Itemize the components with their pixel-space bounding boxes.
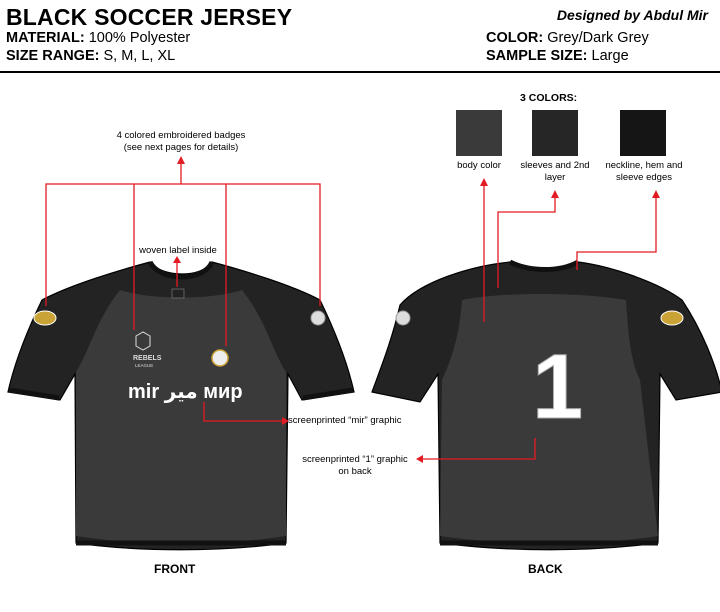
material-spec: MATERIAL: 100% Polyester — [6, 30, 190, 46]
number-note-line1: screenprinted “1” graphic — [302, 454, 408, 465]
body-color-arrow-icon — [480, 178, 488, 186]
size-value: S, M, L, XL — [103, 48, 176, 64]
sample-value: Large — [591, 48, 629, 64]
size-label: SIZE RANGE: — [6, 48, 100, 64]
color-label: COLOR: — [486, 30, 544, 46]
front-jersey: REBELS LEAGUE mir میر мир — [7, 260, 355, 551]
front-sleeve-badge-left-icon — [33, 310, 57, 326]
callout-arrowheads — [173, 156, 660, 463]
sample-label: SAMPLE SIZE: — [486, 48, 588, 64]
header-divider — [0, 71, 720, 73]
league-badge-line1: REBELS — [133, 355, 162, 362]
swatch-label-body: body color — [457, 160, 501, 171]
badges-note-line2: (see next pages for details) — [123, 142, 239, 153]
woven-label-note: woven label inside — [139, 245, 217, 256]
badges-arrow-icon — [177, 156, 185, 164]
designer-credit: Designed by Abdul Mir — [556, 7, 708, 23]
front-neckline — [147, 260, 215, 280]
number-note-line2: on back — [338, 466, 372, 477]
front-right-cuff — [302, 387, 354, 401]
callout-lines — [45, 158, 657, 460]
back-body-panel — [440, 294, 658, 544]
color-spec: COLOR: Grey/Dark Grey — [486, 30, 649, 46]
size-spec: SIZE RANGE: S, M, L, XL — [6, 48, 175, 64]
league-badge-icon — [135, 331, 151, 351]
badges-note: 4 colored embroidered badges (see next p… — [86, 130, 276, 154]
back-view-label: BACK — [528, 562, 563, 576]
swatch-body-color — [456, 110, 502, 156]
swatch-sleeves — [532, 110, 578, 156]
swatch-label-sleeves: sleeves and 2nd layer — [520, 160, 590, 183]
front-sleeve-badge-right-icon — [310, 310, 326, 326]
mir-arrow-icon — [282, 417, 289, 425]
number-arrow-icon — [416, 455, 423, 463]
back-number: 1 — [532, 336, 583, 438]
back-neckline — [508, 259, 580, 272]
color-value: Grey/Dark Grey — [547, 30, 649, 46]
front-view-label: FRONT — [154, 562, 196, 576]
mir-graphic-note: screenprinted “mir” graphic — [288, 415, 402, 426]
number-graphic-callout — [420, 438, 536, 460]
league-badge-line2: LEAGUE — [135, 363, 153, 368]
material-value: 100% Polyester — [88, 30, 191, 46]
front-left-cuff — [8, 387, 60, 401]
swatch-neckline — [620, 110, 666, 156]
mir-graphic: mir میر мир — [128, 381, 243, 403]
woven-label-icon — [171, 288, 185, 299]
page-title: BLACK SOCCER JERSEY — [6, 4, 293, 30]
neckline-callout — [576, 194, 657, 270]
colors-heading: 3 COLORS: — [520, 92, 578, 104]
club-crest-icon — [211, 349, 229, 367]
sample-spec: SAMPLE SIZE: Large — [486, 48, 629, 64]
badges-callout-bracket — [45, 183, 321, 306]
neckline-arrow-icon — [652, 190, 660, 198]
sleeves-arrow-icon — [551, 190, 559, 198]
mir-graphic-callout — [203, 402, 282, 422]
front-body-panel — [76, 290, 286, 544]
back-jersey: 1 — [371, 259, 720, 551]
back-sleeve-badge-left-icon — [395, 310, 411, 326]
back-sleeve-badge-right-icon — [660, 310, 684, 326]
number-graphic-note: screenprinted “1” graphic on back — [292, 454, 418, 478]
material-label: MATERIAL: — [6, 30, 85, 46]
sleeves-callout — [497, 194, 556, 288]
swatch-label-neckline: neckline, hem and sleeve edges — [605, 160, 683, 183]
badges-note-line1: 4 colored embroidered badges — [116, 130, 246, 141]
woven-label-arrow-icon — [173, 256, 181, 263]
